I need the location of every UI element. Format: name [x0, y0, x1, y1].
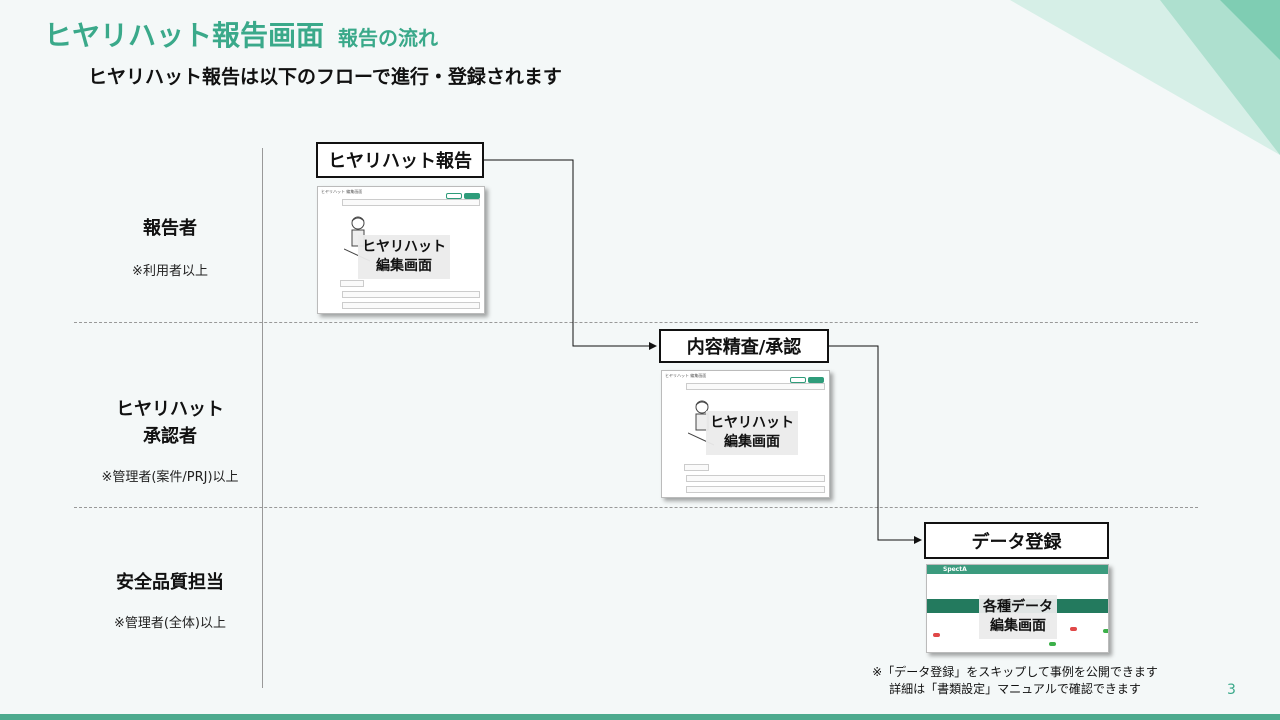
- thumb-caption: ヒヤリハット 編集画面: [706, 411, 798, 455]
- thumb-row: [340, 280, 364, 287]
- app-header: SpectA: [927, 565, 1108, 574]
- page-subtitle: 報告の流れ: [338, 26, 438, 50]
- thumb-pill: [790, 377, 806, 383]
- lane-divider-vertical: [262, 148, 263, 688]
- page-number: 3: [1227, 682, 1236, 698]
- thumb-row: [684, 464, 709, 471]
- role-approver: ヒヤリハット 承認者: [70, 396, 270, 450]
- thumb-row: [342, 302, 480, 309]
- thumb-pill: [446, 193, 462, 199]
- thumb-row: [686, 486, 825, 493]
- thumb-approve-edit: ヒヤリハット 編集画面 ヒヤリハット 編集画面: [661, 370, 830, 498]
- role-reporter: 報告者: [143, 218, 197, 239]
- step-review-approve: 内容精査/承認: [659, 329, 829, 363]
- status-dot: [1070, 627, 1077, 631]
- role-quality-note: ※管理者(全体)以上: [113, 616, 227, 631]
- thumb-row: [342, 291, 480, 298]
- thumb-row: [686, 475, 825, 482]
- thumb-row: [686, 383, 825, 390]
- connector-1: [484, 159, 657, 350]
- footnote-line2: 詳細は「書類設定」マニュアルで確認できます: [889, 682, 1141, 696]
- lead-text: ヒヤリハット報告は以下のフローで進行・登録されます: [88, 66, 562, 88]
- thumb-caption-line1: ヒヤリハット: [362, 239, 446, 255]
- step-data-register: データ登録: [924, 522, 1109, 559]
- thumb-pill: [808, 377, 824, 383]
- thumb-row: [342, 199, 480, 206]
- connector-2: [829, 345, 922, 544]
- thumb-caption-line1: 各種データ: [983, 599, 1053, 615]
- thumb-caption: 各種データ 編集画面: [979, 595, 1057, 639]
- role-reporter-note: ※利用者以上: [132, 264, 208, 279]
- thumb-pill: [464, 193, 480, 199]
- step-report: ヒヤリハット報告: [316, 142, 484, 178]
- thumb-caption-line2: 編集画面: [990, 618, 1046, 634]
- role-quality: 安全品質担当: [116, 572, 224, 593]
- thumb-data-edit: SpectA 各種データ 編集画面: [926, 564, 1109, 653]
- status-dot: [1049, 642, 1056, 646]
- bottom-accent-bar: [0, 714, 1280, 720]
- thumb-title: ヒヤリハット 編集画面: [665, 373, 707, 378]
- footnote: ※「データ登録」をスキップして事例を公開できます 詳細は「書類設定」マニュアルで…: [870, 664, 1160, 698]
- role-approver-line2: 承認者: [143, 426, 197, 447]
- thumb-title: ヒヤリハット 編集画面: [321, 189, 363, 194]
- thumb-caption-line1: ヒヤリハット: [710, 415, 794, 431]
- thumb-report-edit: ヒヤリハット 編集画面 ヒヤリハット 編集画面: [317, 186, 485, 314]
- status-dot: [933, 633, 940, 637]
- lane-divider-2: [74, 507, 1198, 508]
- role-approver-note: ※管理者(案件/PRJ)以上: [101, 470, 239, 485]
- status-dot: [1103, 629, 1108, 633]
- thumb-caption-line2: 編集画面: [724, 434, 780, 450]
- role-approver-line1: ヒヤリハット: [116, 399, 224, 420]
- app-logo: SpectA: [943, 566, 967, 573]
- footnote-line1: ※「データ登録」をスキップして事例を公開できます: [872, 665, 1158, 679]
- page-title: ヒヤリハット報告画面: [44, 19, 325, 52]
- thumb-caption-line2: 編集画面: [376, 258, 432, 274]
- lane-divider-1: [74, 322, 1198, 323]
- corner-decoration: [1010, 0, 1280, 155]
- thumb-caption: ヒヤリハット 編集画面: [358, 235, 450, 279]
